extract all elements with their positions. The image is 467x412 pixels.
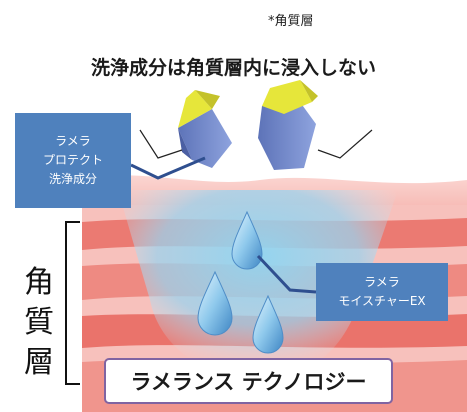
callout-lamella-moisture: ラメラ モイスチャーEX: [316, 263, 448, 321]
callout-line: 洗浄成分: [48, 172, 97, 186]
crystal-icon: [178, 90, 232, 168]
side-label-char: 角: [24, 265, 54, 300]
crystal-icon: [258, 80, 318, 170]
pointer-line: [256, 254, 317, 294]
side-label-char: 質: [24, 305, 54, 340]
arrow-mark: [317, 129, 373, 159]
technology-label: ラメランス テクノロジー: [104, 358, 393, 404]
stratum-corneum-label: 角 質 層: [18, 263, 60, 383]
droplet-icon: [252, 294, 284, 354]
moisture-area: [118, 190, 398, 380]
callout-line: プロテクト: [42, 153, 103, 167]
side-label-char: 層: [24, 345, 54, 380]
droplet-icon: [231, 210, 263, 270]
pointer-line: [130, 156, 206, 180]
callout-line: ラメラ: [55, 134, 91, 148]
diagram-title: 洗浄成分は角質層内に浸入しない: [90, 57, 376, 79]
bracket-icon: [65, 221, 80, 385]
callout-line: ラメラ: [364, 275, 400, 289]
footnote-marker: *角質層: [268, 14, 314, 29]
arrow-mark: [139, 129, 183, 159]
callout-line: モイスチャーEX: [338, 294, 426, 308]
callout-lamella-protect: ラメラ プロテクト 洗浄成分: [15, 113, 131, 208]
droplet-icon: [197, 270, 233, 336]
